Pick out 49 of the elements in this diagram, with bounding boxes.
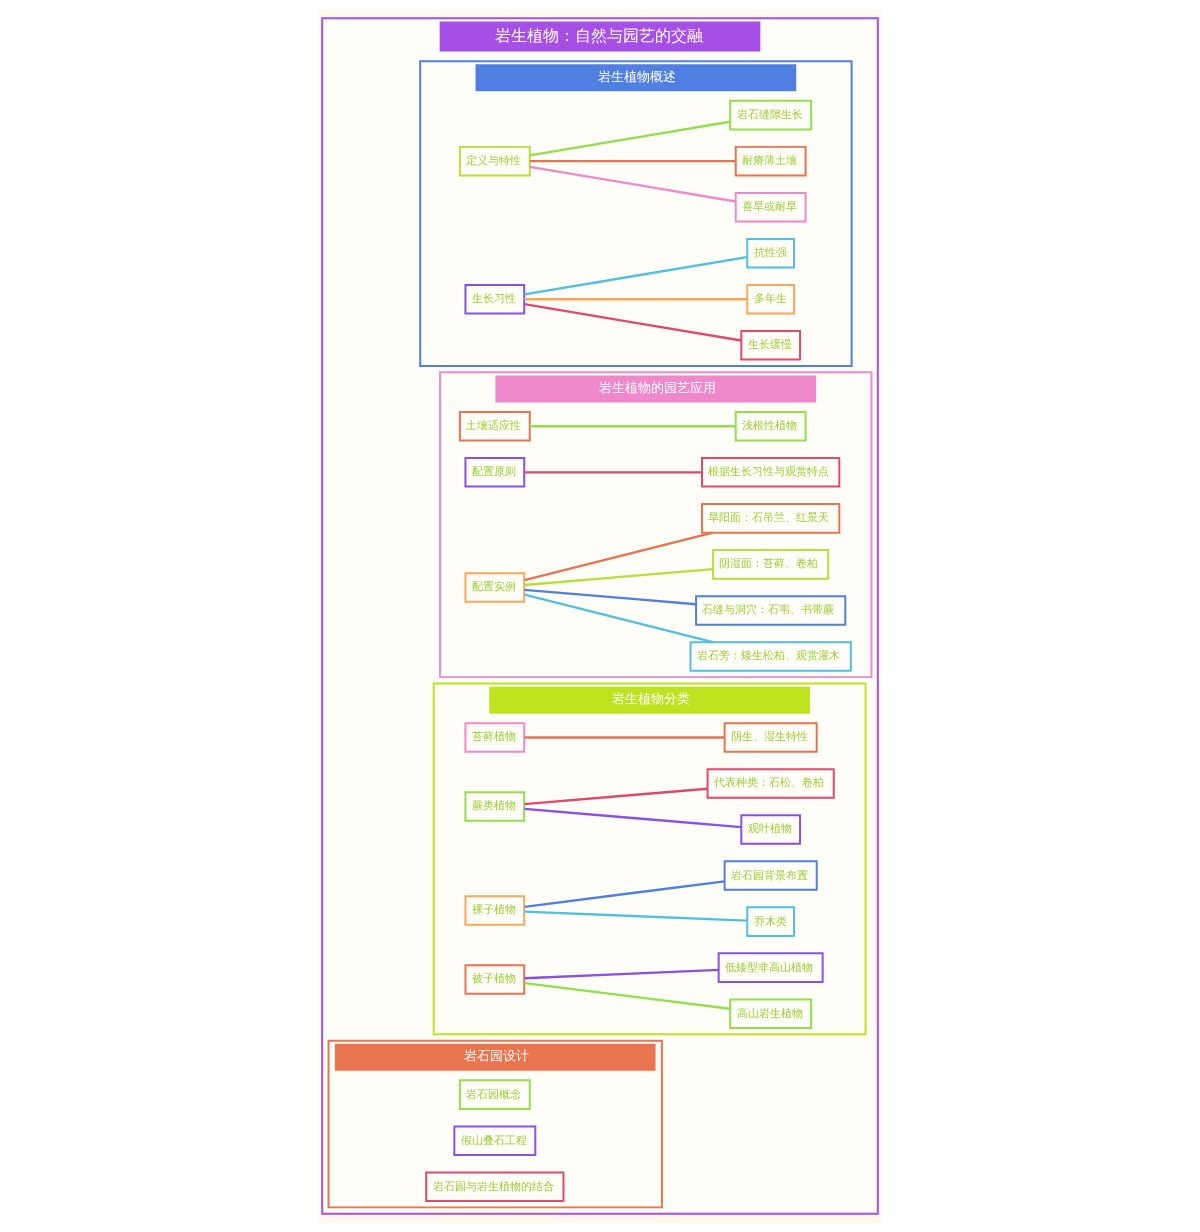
connector (524, 531, 714, 582)
connector (524, 471, 702, 474)
connector (524, 968, 719, 980)
node-box: 乔木类 (746, 906, 796, 937)
node-box: 阴生、湿生特性 (723, 722, 818, 753)
connector (524, 255, 748, 296)
connector (524, 736, 725, 739)
node-box: 耐瘠薄土壤 (734, 145, 807, 177)
node-box: 多年生 (746, 284, 796, 315)
node-box: 被子植物 (464, 964, 526, 995)
node-box: 土壤适应性 (458, 411, 531, 442)
node-box: 生长习性 (464, 284, 526, 315)
node-box: 喜旱或耐旱 (734, 191, 807, 223)
node-box: 高山岩生植物 (729, 998, 813, 1029)
node-box: 假山叠石工程 (453, 1125, 537, 1156)
connector (529, 120, 731, 157)
connector (529, 425, 736, 428)
connector (524, 981, 731, 1010)
connector (524, 787, 708, 806)
node-box: 抗性强 (746, 237, 796, 269)
node-box: 阴湿面：苔藓、卷柏 (712, 549, 830, 580)
connector (529, 165, 736, 203)
node-box: 配置实例 (464, 572, 526, 603)
node-box: 根据生长习性与观赏特点 (701, 457, 841, 488)
node-box: 蕨类植物 (464, 791, 526, 822)
node-box: 岩石园概念 (458, 1079, 531, 1110)
connector (524, 568, 714, 587)
connector (524, 910, 747, 922)
node-box: 旱阳面：石吊兰、红景天 (701, 503, 841, 534)
node-box: 代表种类：石松、卷柏 (706, 768, 835, 799)
connector (524, 588, 697, 606)
connector (529, 159, 736, 163)
node-box: 岩石园与岩生植物的结合 (425, 1171, 565, 1202)
node-box: 苔藓植物 (464, 722, 526, 753)
node-box: 岩石旁：矮生松柏、观赏灌木 (689, 641, 852, 672)
node-box: 配置原则 (464, 457, 526, 488)
connector (524, 298, 747, 301)
node-box: 浅根性植物 (734, 411, 807, 442)
node-box: 裸子植物 (464, 895, 526, 926)
node-box: 观叶植物 (740, 814, 801, 845)
connector (524, 880, 725, 908)
node-box: 低矮型非高山植物 (717, 952, 824, 983)
connector (524, 302, 742, 342)
node-box: 生长缓慢 (740, 330, 801, 361)
connector (524, 807, 742, 829)
node-box: 定义与特性 (458, 145, 531, 177)
node-box: 岩石园背景布置 (723, 860, 818, 891)
node-box: 石缝与洞穴：石韦、书带蕨 (695, 595, 847, 626)
node-box: 岩石缝隙生长 (729, 99, 813, 131)
